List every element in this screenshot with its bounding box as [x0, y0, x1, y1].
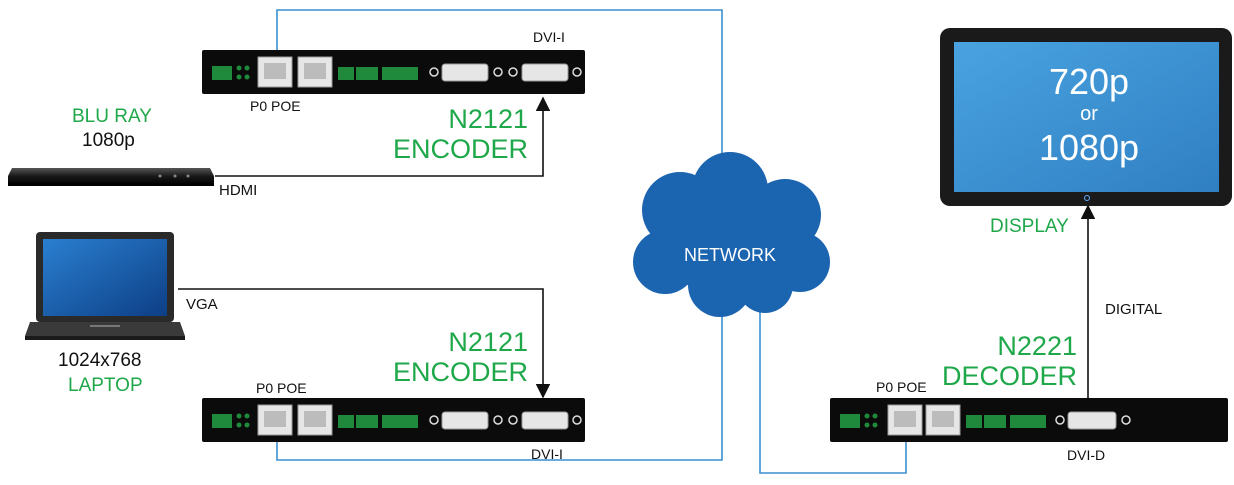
- hdmi-line: [215, 96, 551, 177]
- encoder-top-device: [202, 50, 585, 94]
- network-line-decoder: [759, 310, 907, 474]
- encoder-bottom-model: N2121: [448, 327, 528, 357]
- screw-icon: [572, 415, 582, 425]
- dvi-port-icon: [441, 63, 489, 82]
- encoder-bottom-title: N2121 ENCODER: [380, 327, 528, 387]
- network-cloud-icon: [633, 152, 830, 317]
- decoder-device: [830, 398, 1228, 442]
- encoder-bottom-poe-label: P0 POE: [256, 380, 307, 396]
- encoder-top-role: ENCODER: [392, 134, 528, 164]
- bluray-resolution: 1080p: [82, 130, 135, 151]
- decoder-poe-label: P0 POE: [876, 379, 927, 395]
- screw-icon: [1055, 415, 1065, 425]
- laptop-name: LAPTOP: [68, 375, 143, 396]
- dvi-port-icon: [521, 63, 569, 82]
- dvi-port-icon: [521, 411, 569, 430]
- signal-cabling: [178, 96, 1096, 399]
- screw-icon: [493, 67, 503, 77]
- encoder-bottom-device: [202, 398, 585, 442]
- decoder-title: N2221 DECODER: [930, 331, 1077, 391]
- vga-label: VGA: [186, 296, 218, 313]
- ethernet-port-icon: [257, 56, 333, 88]
- ethernet-port-icon: [257, 404, 333, 436]
- encoder-top-poe-label: P0 POE: [250, 98, 301, 114]
- terminal-block-icon: [338, 67, 418, 80]
- encoder-bottom-port-label: DVI-I: [531, 446, 563, 462]
- display-line-3: 1080p: [1038, 127, 1140, 168]
- terminal-block-icon: [966, 415, 1046, 428]
- encoder-bottom-role: ENCODER: [392, 357, 528, 387]
- screw-icon: [508, 415, 518, 425]
- bluray-name: BLU RAY: [72, 106, 152, 127]
- dvi-port-icon: [441, 411, 489, 430]
- decoder-role: DECODER: [941, 361, 1077, 391]
- display-line-2: or: [1080, 103, 1098, 125]
- terminal-block-icon: [212, 413, 250, 428]
- screw-icon: [429, 415, 439, 425]
- display-line-1: 720p: [1048, 61, 1130, 102]
- bluray-player-icon: [8, 168, 214, 186]
- encoder-top-port-label: DVI-I: [533, 29, 565, 45]
- screw-icon: [508, 67, 518, 77]
- decoder-port-label: DVI-D: [1067, 447, 1106, 463]
- display-monitor-icon: [940, 28, 1232, 206]
- vga-line: [178, 288, 551, 399]
- decoder-model: N2221: [997, 331, 1077, 361]
- dvi-port-icon: [1067, 411, 1117, 430]
- encoder-top-title: N2121 ENCODER: [380, 104, 528, 164]
- laptop-icon: [25, 232, 185, 340]
- screw-icon: [429, 67, 439, 77]
- hdmi-label: HDMI: [219, 182, 258, 199]
- screw-icon: [1121, 415, 1131, 425]
- terminal-block-icon: [338, 415, 418, 428]
- network-label: NETWORK: [684, 245, 776, 265]
- display-name: DISPLAY: [990, 216, 1069, 237]
- digital-label: DIGITAL: [1105, 301, 1163, 318]
- screw-icon: [572, 67, 582, 77]
- terminal-block-icon: [840, 413, 878, 428]
- laptop-resolution: 1024x768: [58, 350, 142, 371]
- ethernet-port-icon: [887, 404, 961, 436]
- encoder-top-model: N2121: [448, 104, 528, 134]
- terminal-block-icon: [212, 65, 250, 80]
- screw-icon: [493, 415, 503, 425]
